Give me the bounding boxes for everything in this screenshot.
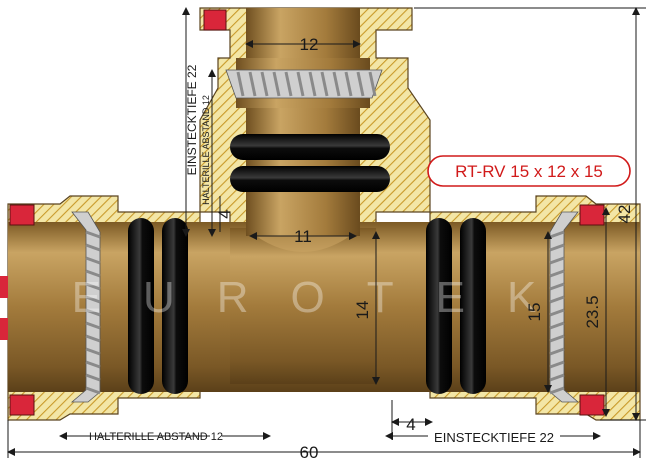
grip-tooth (85, 373, 101, 382)
dim-run-inner-right: 15 (525, 303, 544, 322)
grip-tooth (549, 269, 565, 278)
grip-tooth (549, 308, 565, 317)
grip-tooth (85, 347, 101, 356)
o-rings (128, 134, 486, 394)
grip-tooth (272, 71, 281, 97)
grip-tooth (368, 71, 377, 97)
dim-branch-inner: 12 (300, 35, 319, 54)
grip-tooth (85, 308, 101, 317)
grip-tooth (85, 334, 101, 343)
dim-branch-bore: 11 (294, 227, 312, 246)
grip-tooth (248, 71, 257, 97)
grip-tooth (85, 243, 101, 252)
grip-tooth (356, 71, 365, 97)
dim-height-mid: 23.5 (583, 295, 602, 328)
label-einstecktiefe-top: EINSTECKTIEFE 22 (185, 64, 199, 175)
grip-tooth (236, 71, 245, 97)
label-halterille-bottom: HALTERILLE ABSTAND 12 (89, 431, 223, 443)
grip-tooth (549, 321, 565, 330)
grip-tooth (85, 386, 101, 395)
grip-tooth (320, 71, 329, 97)
red-seals (0, 9, 605, 416)
grip-tooth (549, 295, 565, 304)
run-bore (8, 222, 640, 392)
grip-tooth (85, 282, 101, 291)
grip-tooth (85, 230, 101, 239)
label-einstecktiefe-bottom: EINSTECKTIEFE 22 (434, 430, 554, 445)
grip-tooth (549, 360, 565, 369)
grip-tooth (308, 71, 317, 97)
grip-tooth (549, 282, 565, 291)
grip-tooth (549, 334, 565, 343)
watermark: EUROTEK (72, 273, 579, 322)
title-badge (427, 155, 631, 187)
grip-tooth (549, 373, 565, 382)
label-halterille-top: HALTERILLE ABSTAND 12 (201, 95, 211, 205)
grip-tooth (85, 360, 101, 369)
grip-tooth (85, 269, 101, 278)
grip-tooth (549, 230, 565, 239)
dim-run-inner-left: 14 (353, 301, 372, 320)
grip-tooth (549, 386, 565, 395)
grip-tooth (549, 347, 565, 356)
grip-tooth (260, 71, 269, 97)
grip-tooth (296, 71, 305, 97)
grip-tooth (344, 71, 353, 97)
grip-tooth (549, 243, 565, 252)
grip-tooth (85, 256, 101, 265)
grip-teeth (85, 71, 565, 395)
grip-tooth (284, 71, 293, 97)
grip-tooth (85, 295, 101, 304)
product-title: RT-RV 15 x 12 x 15 (455, 162, 603, 181)
grip-tooth (332, 71, 341, 97)
dim-height-total: 42 (615, 205, 634, 224)
grip-tooth (85, 321, 101, 330)
dim-length-total: 60 (300, 443, 319, 461)
dim-gap-bottom: 4 (406, 415, 415, 434)
dimension-lines (7, 7, 646, 458)
grip-tooth (549, 256, 565, 265)
dim-gap-top: 4 (215, 209, 234, 218)
